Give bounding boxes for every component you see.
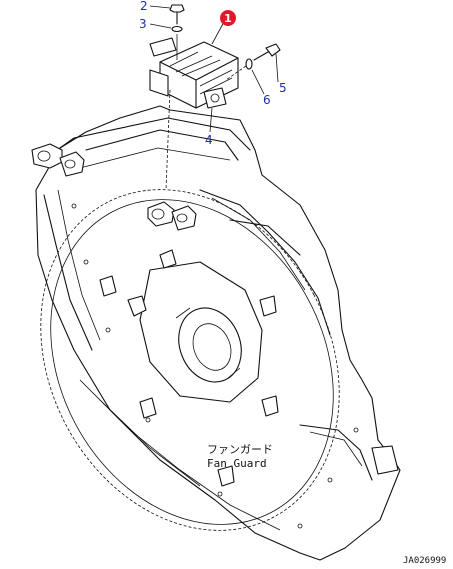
callout-4-label: 4 [205, 133, 213, 147]
bolt-part-2 [169, 4, 185, 25]
callout-2-label: 2 [140, 0, 148, 13]
caption-japanese: ファンガード [207, 443, 273, 456]
washer-part-6 [245, 58, 253, 70]
washer-part-3 [171, 25, 183, 33]
caption-english: Fan Guard [207, 457, 267, 470]
callout-badge-1: 1 [220, 10, 236, 26]
bracket-assembly-part-1 [149, 37, 239, 109]
callout-1-label: 1 [224, 12, 232, 25]
callout-3-label: 3 [139, 17, 147, 31]
fan-guard-frame [31, 105, 401, 561]
callout-5-label: 5 [279, 81, 287, 95]
bolt-part-5 [253, 43, 281, 61]
drawing-code: JA026999 [403, 556, 446, 566]
callout-6-label: 6 [263, 93, 271, 107]
